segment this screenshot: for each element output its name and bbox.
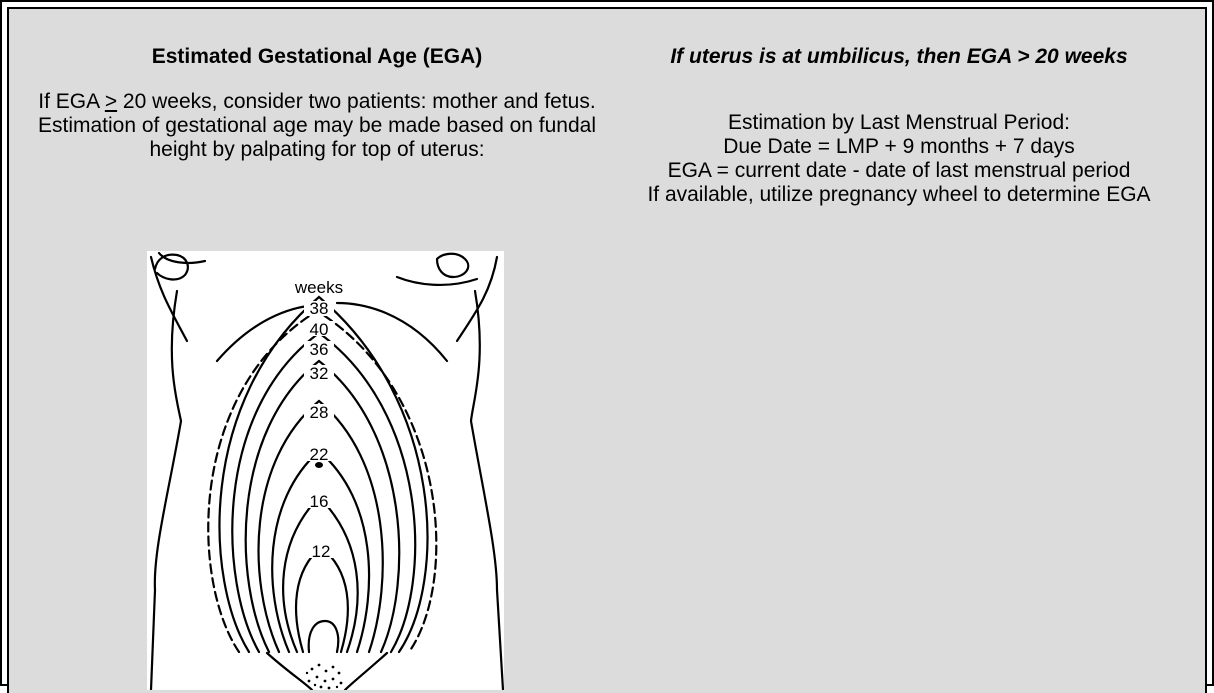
ega-text-prefix: If EGA — [38, 90, 105, 113]
fundal-height-figure: weeks 38 40 36 32 28 22 16 12 — [147, 251, 504, 690]
lmp-line-1: Estimation by Last Menstrual Period: — [639, 111, 1159, 135]
level-36-label: 36 — [310, 340, 329, 359]
ge-symbol: > — [105, 90, 117, 113]
level-22-label: 22 — [310, 445, 329, 464]
fundal-curve-12 — [296, 547, 348, 652]
lmp-line-4: If available, utilize pregnancy wheel to… — [639, 183, 1159, 207]
content-panel: Estimated Gestational Age (EGA) If EGA >… — [7, 7, 1207, 693]
left-groin-line — [267, 653, 312, 690]
ega-heading: Estimated Gestational Age (EGA) — [37, 43, 597, 70]
lmp-line-2: Due Date = LMP + 9 months + 7 days — [639, 135, 1159, 159]
right-breast — [437, 254, 468, 277]
level-38-label: 38 — [310, 299, 329, 318]
ega-text-rest: 20 weeks, consider two patients: mother … — [38, 90, 596, 161]
left-body-outline — [151, 291, 181, 690]
ega-description: If EGA > 20 weeks, consider two patients… — [37, 90, 597, 162]
weeks-label: weeks — [294, 278, 343, 297]
level-28-label: 28 — [310, 403, 329, 422]
right-groin-line — [345, 653, 387, 690]
umbilicus-heading: If uterus is at umbilicus, then EGA > 20… — [639, 43, 1159, 70]
right-breast-curve — [397, 277, 477, 285]
level-32-label: 32 — [310, 364, 329, 383]
lmp-line-3: EGA = current date - date of last menstr… — [639, 159, 1159, 183]
uterus-base — [309, 621, 339, 652]
lmp-estimation: Estimation by Last Menstrual Period: Due… — [639, 111, 1159, 207]
right-body-outline — [471, 291, 503, 690]
fundal-height-illustration: weeks 38 40 36 32 28 22 16 12 — [147, 251, 504, 690]
fundal-curve-40 — [208, 311, 436, 652]
level-12-label: 12 — [312, 542, 331, 561]
level-40-label: 40 — [310, 320, 329, 339]
left-column: Estimated Gestational Age (EGA) If EGA >… — [37, 9, 597, 162]
left-ribcage — [151, 257, 187, 341]
right-column: If uterus is at umbilicus, then EGA > 20… — [639, 9, 1159, 207]
left-breast — [155, 255, 188, 280]
level-16-label: 16 — [310, 492, 329, 511]
